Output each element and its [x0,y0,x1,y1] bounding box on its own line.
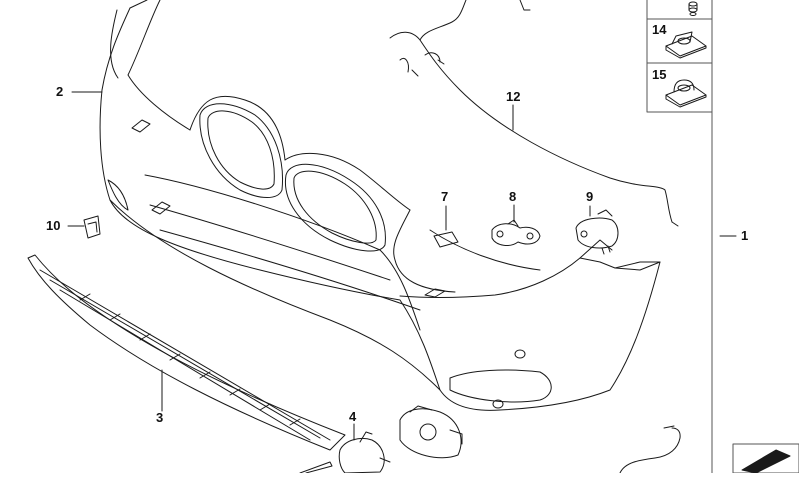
clip-nut-15-icon [665,79,707,108]
callout-1: 1 [741,228,749,243]
callout-3: 3 [156,410,164,425]
callout-7: 7 [441,189,449,204]
lower-cable [619,425,681,474]
clip-nut-14-icon [665,31,707,59]
callout-10: 10 [46,218,61,233]
cover-part-7 [433,231,459,248]
direction-arrow-icon [732,443,799,474]
clip-part-10 [83,215,101,239]
callout-12: 12 [506,89,521,104]
callout-9: 9 [586,189,594,204]
panel-label-15: 15 [652,67,667,82]
callout-8: 8 [509,189,517,204]
nut-icon [688,1,698,16]
callout-2: 2 [56,84,64,99]
fog-lamp-bracket [399,405,463,459]
small-strip-part [299,461,333,474]
fog-lamp-part-4 [338,431,391,474]
sensor-holder-part-8 [491,219,541,246]
bumper-shell [99,0,661,411]
side-panel [646,0,713,474]
grille-mesh-strip [27,254,346,451]
sensor-bracket-part-9 [575,209,619,255]
panel-label-14: 14 [652,22,667,37]
wiring-harness-12 [389,0,679,227]
leader-lines [67,91,737,441]
callout-4: 4 [349,409,357,424]
